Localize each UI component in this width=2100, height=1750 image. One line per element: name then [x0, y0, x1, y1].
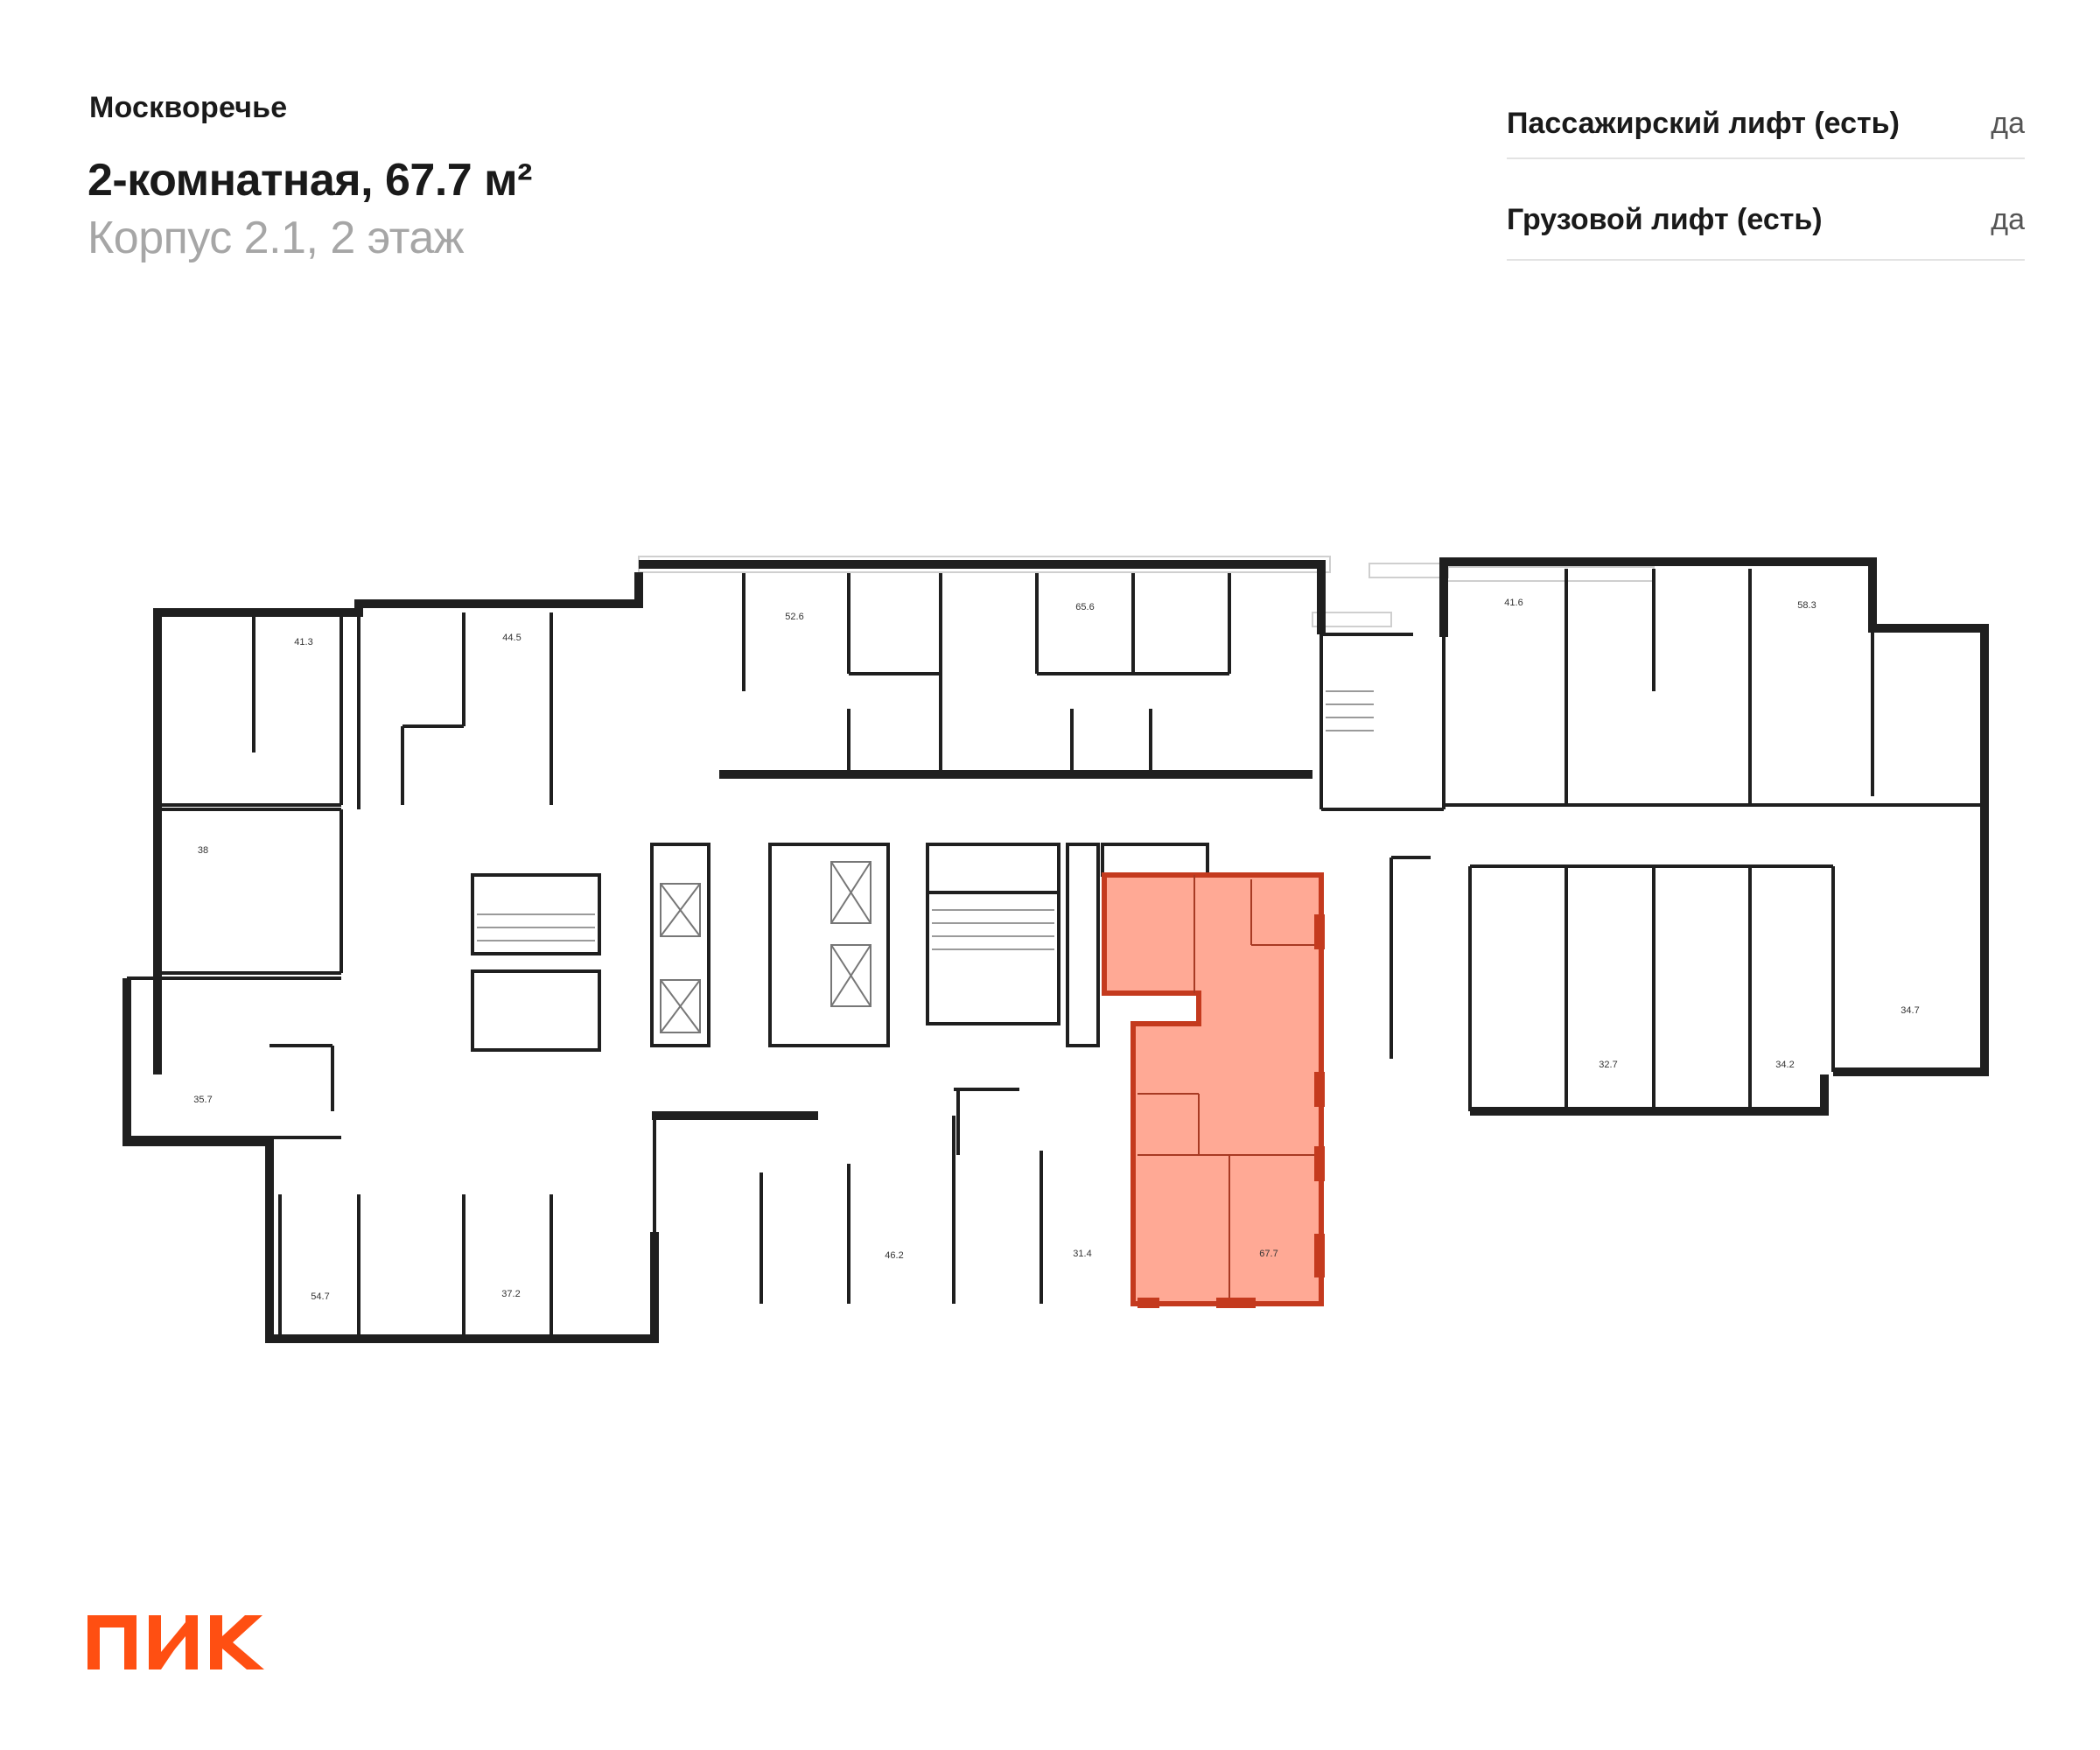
- unit-area-label: 44.5: [502, 633, 521, 643]
- building-floor: Корпус 2.1, 2 этаж: [88, 213, 465, 263]
- unit-area-label: 38: [198, 845, 208, 856]
- pik-logo-icon: [88, 1615, 264, 1670]
- unit-area-label: 32.7: [1599, 1060, 1617, 1070]
- unit-area-label: 67.7: [1259, 1249, 1278, 1259]
- unit-area-label: 41.6: [1504, 598, 1522, 608]
- unit-area-label: 31.4: [1073, 1249, 1091, 1259]
- feature-passenger-lift: Пассажирский лифт (есть) да: [1507, 79, 2025, 159]
- feature-label: Пассажирский лифт (есть): [1507, 106, 1900, 140]
- unit-area-label: 58.3: [1797, 600, 1816, 611]
- unit-area-label: 34.2: [1775, 1060, 1794, 1070]
- unit-area-label: 52.6: [785, 612, 803, 622]
- unit-area-label: 41.3: [294, 637, 312, 648]
- unit-area-label: 65.6: [1075, 602, 1094, 612]
- unit-area-label: 46.2: [885, 1250, 903, 1261]
- apartment-title: 2-комнатная, 67.7 м²: [88, 155, 532, 206]
- features-list: Пассажирский лифт (есть) да Грузовой лиф…: [1507, 79, 2025, 261]
- feature-label: Грузовой лифт (есть): [1507, 202, 1823, 236]
- feature-value: да: [1991, 106, 2025, 140]
- unit-area-label: 34.7: [1900, 1005, 1919, 1016]
- selected-apartment[interactable]: [1102, 872, 1324, 1306]
- feature-freight-lift: Грузовой лифт (есть) да: [1507, 159, 2025, 261]
- unit-area-label: 35.7: [193, 1095, 212, 1105]
- project-name: Москворечье: [89, 91, 288, 124]
- feature-value: да: [1991, 202, 2025, 236]
- unit-area-label: 37.2: [501, 1289, 520, 1299]
- unit-area-label: 54.7: [311, 1292, 329, 1302]
